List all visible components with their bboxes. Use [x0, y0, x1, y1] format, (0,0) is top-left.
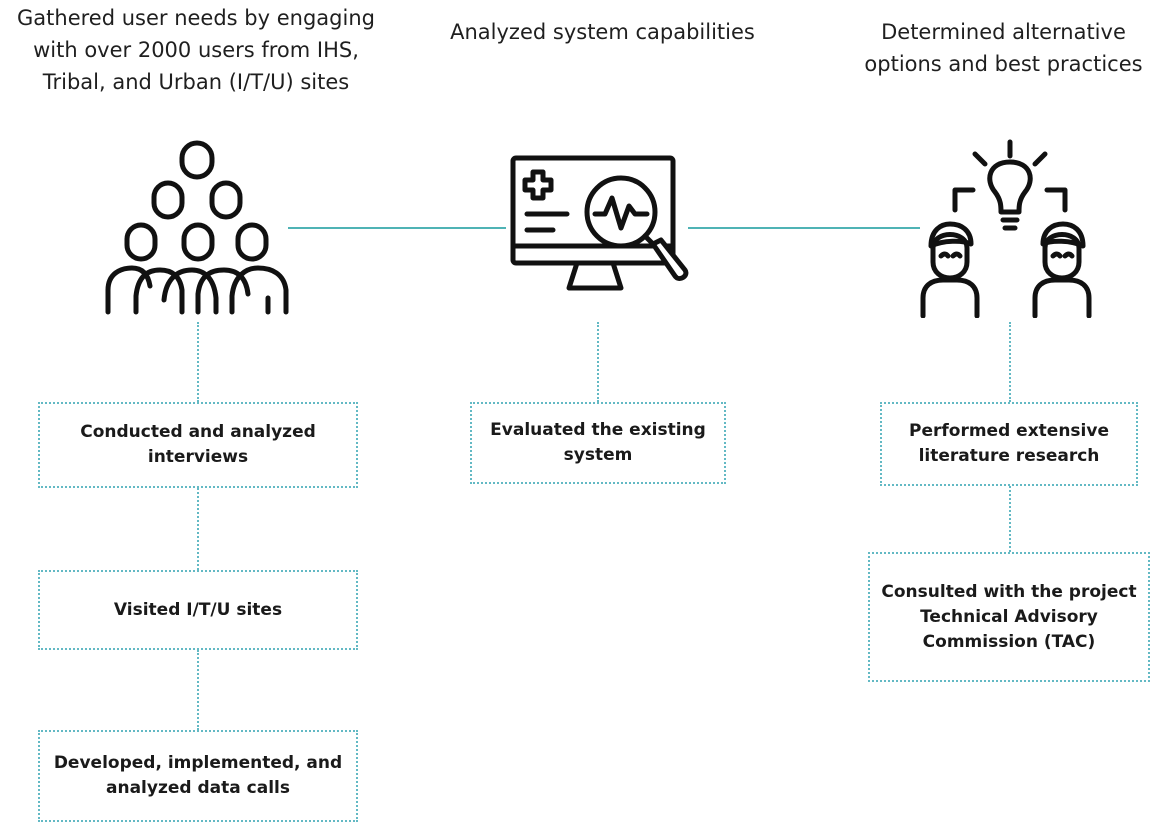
- person-body: [161, 267, 219, 315]
- person-right-hair: [1040, 221, 1086, 249]
- heading-line: Gathered user needs by engaging: [17, 6, 375, 30]
- dotted-connector: [197, 322, 199, 402]
- step-line: system: [563, 445, 633, 465]
- heading-user-needs: Gathered user needs by engaging with ove…: [0, 2, 392, 98]
- connector-line-left: [288, 227, 506, 229]
- step-box-data-calls: Developed, implemented, and analyzed dat…: [38, 730, 358, 822]
- pulse-line: [592, 195, 650, 231]
- people-group-icon: [105, 140, 289, 315]
- medical-cross-icon: [522, 169, 554, 201]
- step-text: Evaluated the existing system: [490, 418, 706, 468]
- monitor-magnifier-icon: [510, 155, 689, 291]
- step-line: Evaluated the existing: [490, 420, 706, 440]
- person-left-eyes: [938, 251, 963, 259]
- step-box-tac-consult: Consulted with the project Technical Adv…: [868, 552, 1150, 682]
- step-box-literature-research: Performed extensive literature research: [880, 402, 1138, 486]
- screen-text-lines: [524, 211, 570, 233]
- step-line: Developed, implemented, and: [53, 753, 343, 773]
- heading-system-capabilities: Analyzed system capabilities: [420, 16, 785, 48]
- step-box-evaluate-system: Evaluated the existing system: [470, 402, 726, 484]
- step-box-interviews: Conducted and analyzed interviews: [38, 402, 358, 488]
- dotted-connector: [197, 488, 199, 570]
- person-body: [229, 265, 289, 315]
- person-left-hair: [928, 221, 974, 249]
- step-line: analyzed data calls: [106, 778, 290, 798]
- heading-line: Tribal, and Urban (I/T/U) sites: [42, 70, 350, 94]
- step-line: Visited I/T/U sites: [113, 599, 283, 620]
- person-body: [133, 267, 185, 315]
- person-right-eyes: [1050, 251, 1075, 259]
- lightbulb-icon: [987, 159, 1033, 215]
- connector-brackets: [952, 187, 1068, 213]
- person-head: [209, 180, 243, 220]
- lightbulb-base: [1000, 217, 1020, 231]
- person-right-head: [1042, 232, 1082, 281]
- dotted-connector: [197, 650, 199, 730]
- step-text: Visited I/T/U sites: [114, 598, 282, 623]
- heading-alternative-options: Determined alternative options and best …: [850, 16, 1157, 80]
- step-line: Consulted with the project: [881, 581, 1137, 602]
- step-line: Conducted and analyzed: [80, 422, 316, 442]
- dotted-connector: [1009, 322, 1011, 402]
- step-line: Performed extensive: [909, 421, 1109, 441]
- person-left-head: [930, 232, 970, 281]
- heading-line: with over 2000 users from IHS,: [33, 38, 359, 62]
- heading-line: Determined alternative: [881, 20, 1126, 44]
- person-head: [181, 222, 215, 262]
- step-line: literature research: [918, 446, 1100, 466]
- magnifier-lens: [584, 175, 658, 249]
- step-line: Commission (TAC): [922, 631, 1096, 652]
- monitor-screen: [510, 155, 676, 266]
- person-head: [151, 180, 185, 220]
- dotted-connector: [597, 322, 599, 402]
- person-head: [124, 222, 158, 262]
- people-lightbulb-icon: [920, 139, 1092, 318]
- person-right-body: [1032, 277, 1092, 318]
- step-text: Conducted and analyzed interviews: [80, 420, 316, 470]
- step-line: interviews: [147, 447, 249, 467]
- monitor-stand: [566, 260, 624, 291]
- heading-line: Analyzed system capabilities: [450, 20, 755, 44]
- magnifier-handle: [650, 237, 689, 281]
- light-rays: [972, 139, 1048, 167]
- step-text: Developed, implemented, and analyzed dat…: [54, 751, 342, 801]
- person-left-body: [920, 277, 980, 318]
- connector-line-right: [688, 227, 920, 229]
- person-head: [235, 222, 269, 262]
- dotted-connector: [1009, 486, 1011, 552]
- step-box-site-visits: Visited I/T/U sites: [38, 570, 358, 650]
- step-text: Consulted with the project Technical Adv…: [881, 580, 1136, 655]
- heading-line: options and best practices: [864, 52, 1143, 76]
- person-body: [195, 267, 251, 315]
- person-head: [179, 140, 215, 180]
- step-text: Performed extensive literature research: [909, 419, 1109, 469]
- step-line: Technical Advisory: [920, 606, 1098, 627]
